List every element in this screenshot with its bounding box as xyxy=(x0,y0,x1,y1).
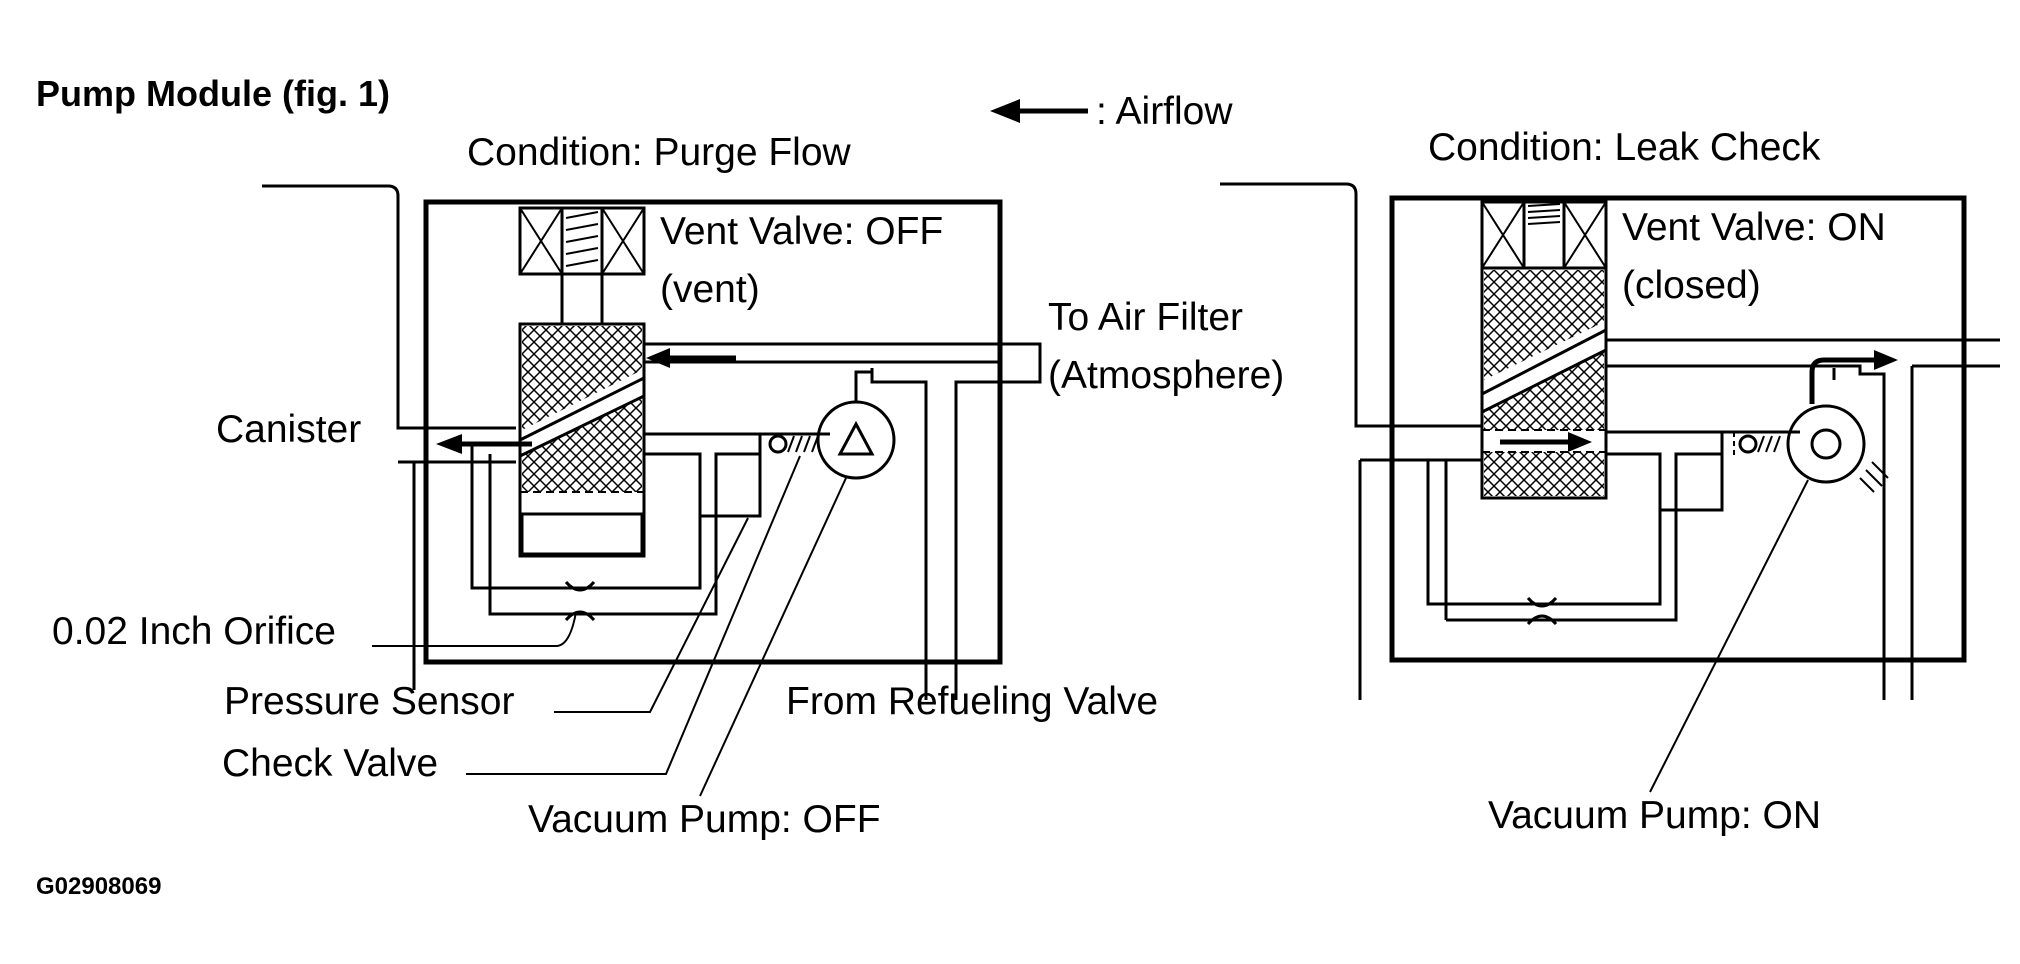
right-orifice-loop xyxy=(1426,452,1662,606)
check-valve-leader xyxy=(466,455,801,775)
right-airflow-out-arrow-icon xyxy=(1874,350,1898,370)
left-airflow-arrow-icon xyxy=(646,348,670,368)
right-vent-valve-solenoid xyxy=(1480,200,1608,270)
left-canister-line-upper xyxy=(262,184,516,430)
left-orifice-loop xyxy=(470,444,702,590)
left-vent-valve-solenoid xyxy=(518,206,646,326)
refueling-valve-label: From Refueling Valve xyxy=(786,680,1158,723)
left-vent-valve-state: Vent Valve: OFF xyxy=(660,210,943,253)
left-canister-arrow-icon xyxy=(436,434,462,454)
right-vent-valve-position: (closed) xyxy=(1622,264,1761,307)
airflow-legend: : Airflow xyxy=(990,90,1233,133)
figure-code: G02908069 xyxy=(36,873,161,900)
right-check-valve xyxy=(1733,432,1781,456)
pressure-sensor-leader xyxy=(554,517,749,713)
orifice-label: 0.02 Inch Orifice xyxy=(52,610,336,653)
right-vacuum-pump-leader xyxy=(1649,479,1809,793)
left-vacuum-pump-leader xyxy=(699,477,847,797)
pressure-sensor-label: Pressure Sensor xyxy=(224,680,514,723)
right-internal-arrow-icon xyxy=(1568,432,1592,452)
to-air-filter-label: To Air Filter xyxy=(1048,296,1243,339)
left-vent-valve-position: (vent) xyxy=(660,268,760,311)
right-vacuum-pump xyxy=(1786,350,1898,493)
left-air-filter-passage xyxy=(644,342,1042,692)
left-vacuum-pump xyxy=(816,370,896,480)
orifice-leader xyxy=(372,611,577,647)
figure-title: Pump Module (fig. 1) xyxy=(36,73,390,114)
check-valve-label: Check Valve xyxy=(222,742,438,785)
right-vacuum-pump-label: Vacuum Pump: ON xyxy=(1488,794,1821,837)
pump-off-triangle-icon xyxy=(837,420,875,456)
right-module-housing xyxy=(1389,195,1967,663)
left-vacuum-pump-label: Vacuum Pump: OFF xyxy=(528,798,881,841)
right-vent-valve-state: Vent Valve: ON xyxy=(1622,206,1886,249)
left-check-valve xyxy=(768,434,819,454)
right-vent-valve-body xyxy=(1480,266,1608,500)
right-orifice xyxy=(1526,596,1558,626)
right-condition-label: Condition: Leak Check xyxy=(1428,126,1821,169)
left-condition-label: Condition: Purge Flow xyxy=(467,131,852,174)
airflow-arrowhead-icon xyxy=(990,99,1020,123)
left-refueling-valve-line xyxy=(870,368,928,690)
airflow-legend-label: : Airflow xyxy=(1096,90,1233,133)
right-panel-leak-check: Condition: Leak Check xyxy=(1220,126,2000,837)
canister-label: Canister xyxy=(216,408,361,451)
pump-on-circle-icon xyxy=(1810,428,1842,460)
left-panel-purge-flow: Condition: Purge Flow xyxy=(52,131,1284,841)
atmosphere-label: (Atmosphere) xyxy=(1048,354,1284,397)
left-orifice xyxy=(564,580,596,622)
